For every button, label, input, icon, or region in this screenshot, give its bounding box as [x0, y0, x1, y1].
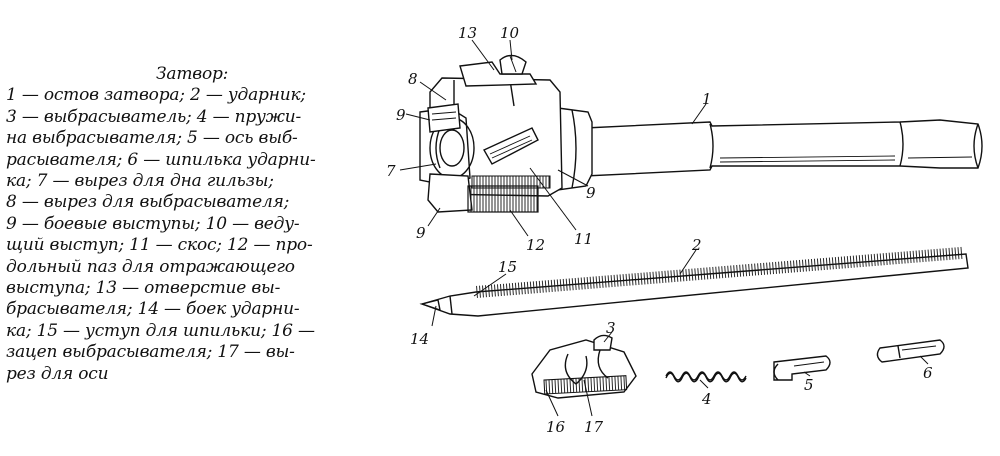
caption-line: ка; 15 — уступ для шпильки; 16 —	[6, 320, 315, 341]
caption-line: 8 — вырез для выбрасывателя;	[6, 192, 290, 213]
callout-6: 6	[923, 364, 933, 382]
caption-line: 3 — выбрасыватель; 4 — пружи-	[6, 106, 302, 127]
callout-17: 17	[584, 418, 604, 436]
extractor	[531, 334, 637, 399]
caption-line: 9 — боевые выступы; 10 — веду-	[6, 213, 300, 234]
retaining-pin	[876, 339, 945, 363]
firing-pin	[419, 246, 969, 317]
caption-line: зацеп выбрасывателя; 17 — вы-	[6, 342, 295, 363]
caption-line: на выбрасывателя; 5 — ось выб-	[6, 128, 298, 149]
callout-15: 15	[498, 258, 517, 276]
callout-10: 10	[500, 24, 520, 42]
caption-line: щий выступ; 11 — скос; 12 — про-	[6, 235, 313, 256]
callout-9-right: 9	[586, 184, 596, 202]
caption-line: рез для оси	[6, 363, 109, 384]
callout-5: 5	[804, 376, 814, 394]
caption-line: брасывателя; 14 — боек ударни-	[6, 299, 300, 320]
caption-line: ка; 7 — вырез для дна гильзы;	[6, 171, 274, 192]
callout-4: 4	[701, 390, 712, 408]
callout-2: 2	[691, 236, 702, 254]
callout-9-top: 9	[396, 106, 406, 124]
callout-12: 12	[526, 236, 545, 254]
caption: Затвор: 1 — остов затвора; 2 — ударник; …	[6, 64, 378, 385]
callout-1: 1	[702, 90, 712, 108]
callout-11: 11	[574, 230, 593, 248]
extractor-spring	[665, 371, 747, 383]
leader-lines	[399, 39, 929, 417]
callout-13: 13	[458, 24, 477, 42]
callout-9-bottom: 9	[416, 224, 426, 242]
bolt-body	[419, 54, 983, 213]
callout-16: 16	[546, 418, 566, 436]
caption-line: дольный паз для отражающего	[6, 256, 295, 277]
caption-line: расывателя; 6 — шпилька ударни-	[6, 149, 316, 170]
caption-title: Затвор:	[156, 64, 229, 84]
callout-3: 3	[606, 319, 616, 337]
caption-line: 1 — остов затвора; 2 — ударник;	[6, 85, 306, 106]
callout-14: 14	[410, 330, 429, 348]
bolt-drawing: 1 2 3 4 5 6 7 8 9 9 9 10 11 12 13 14 15 …	[386, 24, 983, 436]
callouts: 1 2 3 4 5 6 7 8 9 9 9 10 11 12 13 14 15 …	[386, 24, 933, 436]
caption-line: выступа; 13 — отверстие вы-	[6, 278, 281, 299]
callout-7: 7	[386, 162, 396, 180]
extractor-axis	[773, 355, 831, 381]
callout-8: 8	[408, 70, 418, 88]
